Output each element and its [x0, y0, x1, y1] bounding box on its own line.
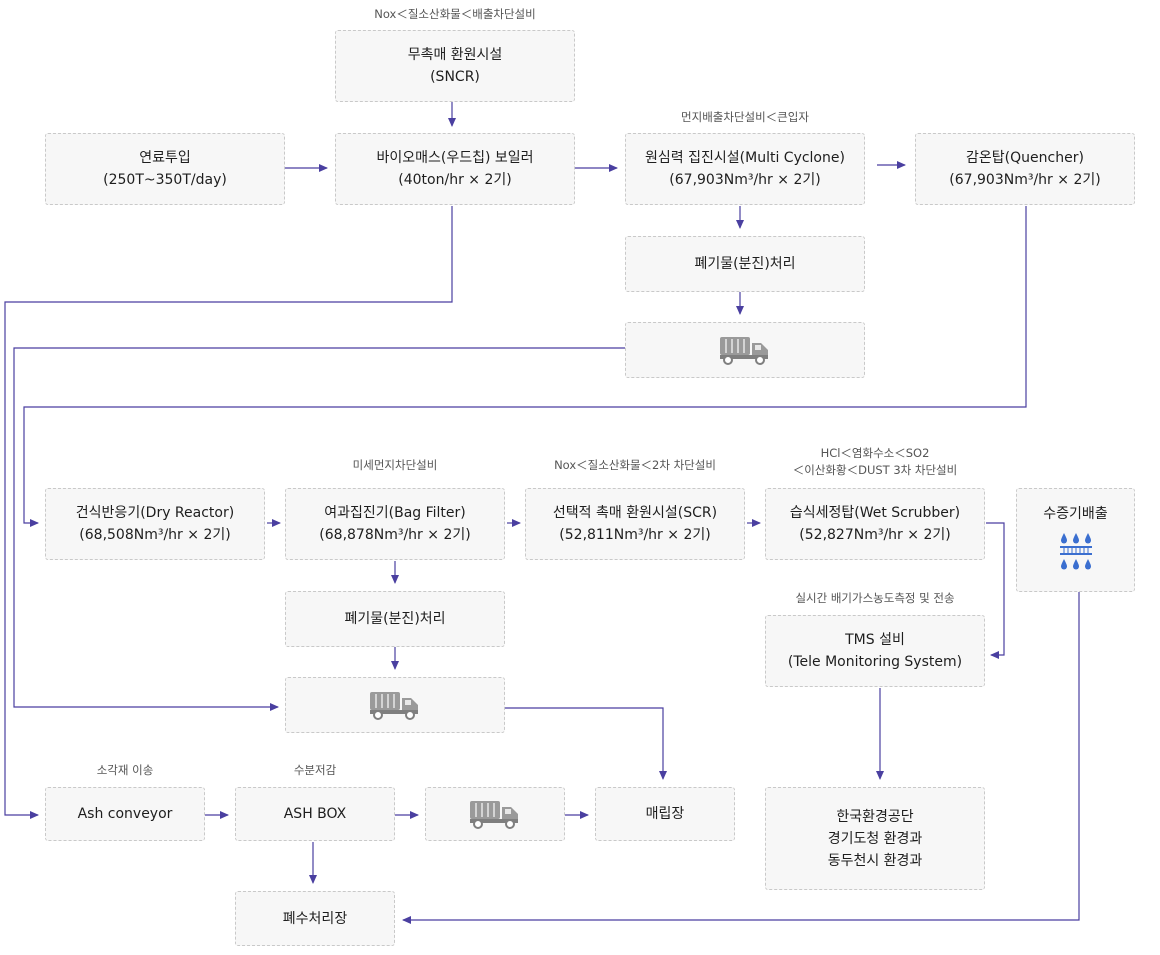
water-drops-icon	[1059, 533, 1092, 570]
quencher-sub: (67,903Nm³/hr × 2기)	[949, 172, 1101, 188]
truck-icon	[370, 692, 418, 720]
cyclone-label: 원심력 집진시설(Multi Cyclone)	[645, 150, 845, 166]
waste-dust-label-2: 폐기물(분진)처리	[344, 611, 446, 627]
dry-reactor-sub: (68,508Nm³/hr × 2기)	[79, 527, 231, 543]
truck-box-2	[285, 677, 505, 733]
scr-sub: (52,811Nm³/hr × 2기)	[559, 527, 711, 543]
boiler-box: 바이오매스(우드칩) 보일러 (40ton/hr × 2기)	[335, 133, 575, 205]
quencher-label: 감온탑(Quencher)	[966, 150, 1084, 166]
truck-box-1	[625, 322, 865, 378]
quencher-box: 감온탑(Quencher) (67,903Nm³/hr × 2기)	[915, 133, 1135, 205]
dry-reactor-box: 건식반응기(Dry Reactor) (68,508Nm³/hr × 2기)	[45, 488, 265, 560]
wet-scrubber-sub: (52,827Nm³/hr × 2기)	[799, 527, 951, 543]
waste-dust-box-1: 폐기물(분진)처리	[625, 236, 865, 292]
bag-filter-box: 여과집진기(Bag Filter) (68,878Nm³/hr × 2기)	[285, 488, 505, 560]
tms-box: TMS 설비 (Tele Monitoring System)	[765, 615, 985, 687]
agency-box: 한국환경공단 경기도청 환경과 동두천시 환경과	[765, 787, 985, 890]
ash-conveyor-box: Ash conveyor	[45, 787, 205, 841]
sncr-sub: (SNCR)	[430, 69, 480, 85]
fuel-sub: (250T~350T/day)	[103, 172, 227, 188]
ash-box: ASH BOX	[235, 787, 395, 841]
bagfilter-caption: 미세먼지차단설비	[352, 458, 438, 472]
steam-discharge-box: 수증기배출	[1016, 488, 1135, 592]
truck-icon	[470, 801, 518, 829]
tms-sub: (Tele Monitoring System)	[787, 654, 963, 670]
bag-filter-label: 여과집진기(Bag Filter)	[324, 505, 466, 521]
boiler-label: 바이오매스(우드칩) 보일러	[376, 150, 534, 166]
waste-dust-label-1: 폐기물(분진)처리	[694, 256, 796, 272]
wastewater-box: 폐수처리장	[235, 891, 395, 946]
scrubber-caption-line-2: ＜이산화황＜DUST 3차 차단설비	[792, 463, 958, 477]
scr-box: 선택적 촉매 환원시설(SCR) (52,811Nm³/hr × 2기)	[525, 488, 745, 560]
dry-reactor-label: 건식반응기(Dry Reactor)	[75, 505, 235, 521]
steam-label: 수증기배출	[1043, 506, 1108, 522]
sncr-caption: Nox＜질소산화물＜배출차단설비	[374, 7, 536, 21]
wastewater-label: 폐수처리장	[282, 910, 348, 927]
landfill-box: 매립장	[595, 787, 735, 841]
boiler-sub: (40ton/hr × 2기)	[398, 172, 512, 188]
bag-filter-sub: (68,878Nm³/hr × 2기)	[319, 527, 471, 543]
cyclone-caption: 먼지배출차단설비＜큰입자	[681, 110, 809, 124]
truck-box-3	[425, 787, 565, 841]
cyclone-box: 원심력 집진시설(Multi Cyclone) (67,903Nm³/hr × …	[625, 133, 865, 205]
wet-scrubber-label: 습식세정탑(Wet Scrubber)	[789, 505, 961, 521]
ash-conveyor-caption: 소각재 이송	[96, 763, 154, 777]
fuel-label: 연료투입	[139, 150, 191, 166]
agency-line-2: 경기도청 환경과	[827, 830, 923, 847]
scr-label: 선택적 촉매 환원시설(SCR)	[552, 505, 718, 521]
landfill-label: 매립장	[645, 806, 685, 822]
scrubber-caption-line-1: HCl＜염화수소＜SO2	[820, 446, 930, 460]
cyclone-sub: (67,903Nm³/hr × 2기)	[669, 172, 821, 188]
truck-icon	[720, 337, 768, 365]
scr-caption: Nox＜질소산화물＜2차 차단설비	[554, 458, 716, 472]
sncr-box: 무촉매 환원시설 (SNCR)	[335, 30, 575, 102]
waste-dust-box-2: 폐기물(분진)처리	[285, 591, 505, 647]
agency-line-1: 한국환경공단	[836, 808, 914, 825]
fuel-input-box: 연료투입 (250T~350T/day)	[45, 133, 285, 205]
agency-line-3: 동두천시 환경과	[827, 852, 923, 869]
ash-box-label: ASH BOX	[283, 806, 347, 822]
tms-caption: 실시간 배기가스농도측정 및 전송	[795, 591, 955, 605]
ash-box-caption: 수분저감	[293, 763, 337, 777]
wet-scrubber-box: 습식세정탑(Wet Scrubber) (52,827Nm³/hr × 2기)	[765, 488, 985, 560]
ash-conveyor-label: Ash conveyor	[77, 806, 173, 822]
sncr-label: 무촉매 환원시설	[407, 47, 503, 63]
tms-label: TMS 설비	[845, 632, 905, 648]
